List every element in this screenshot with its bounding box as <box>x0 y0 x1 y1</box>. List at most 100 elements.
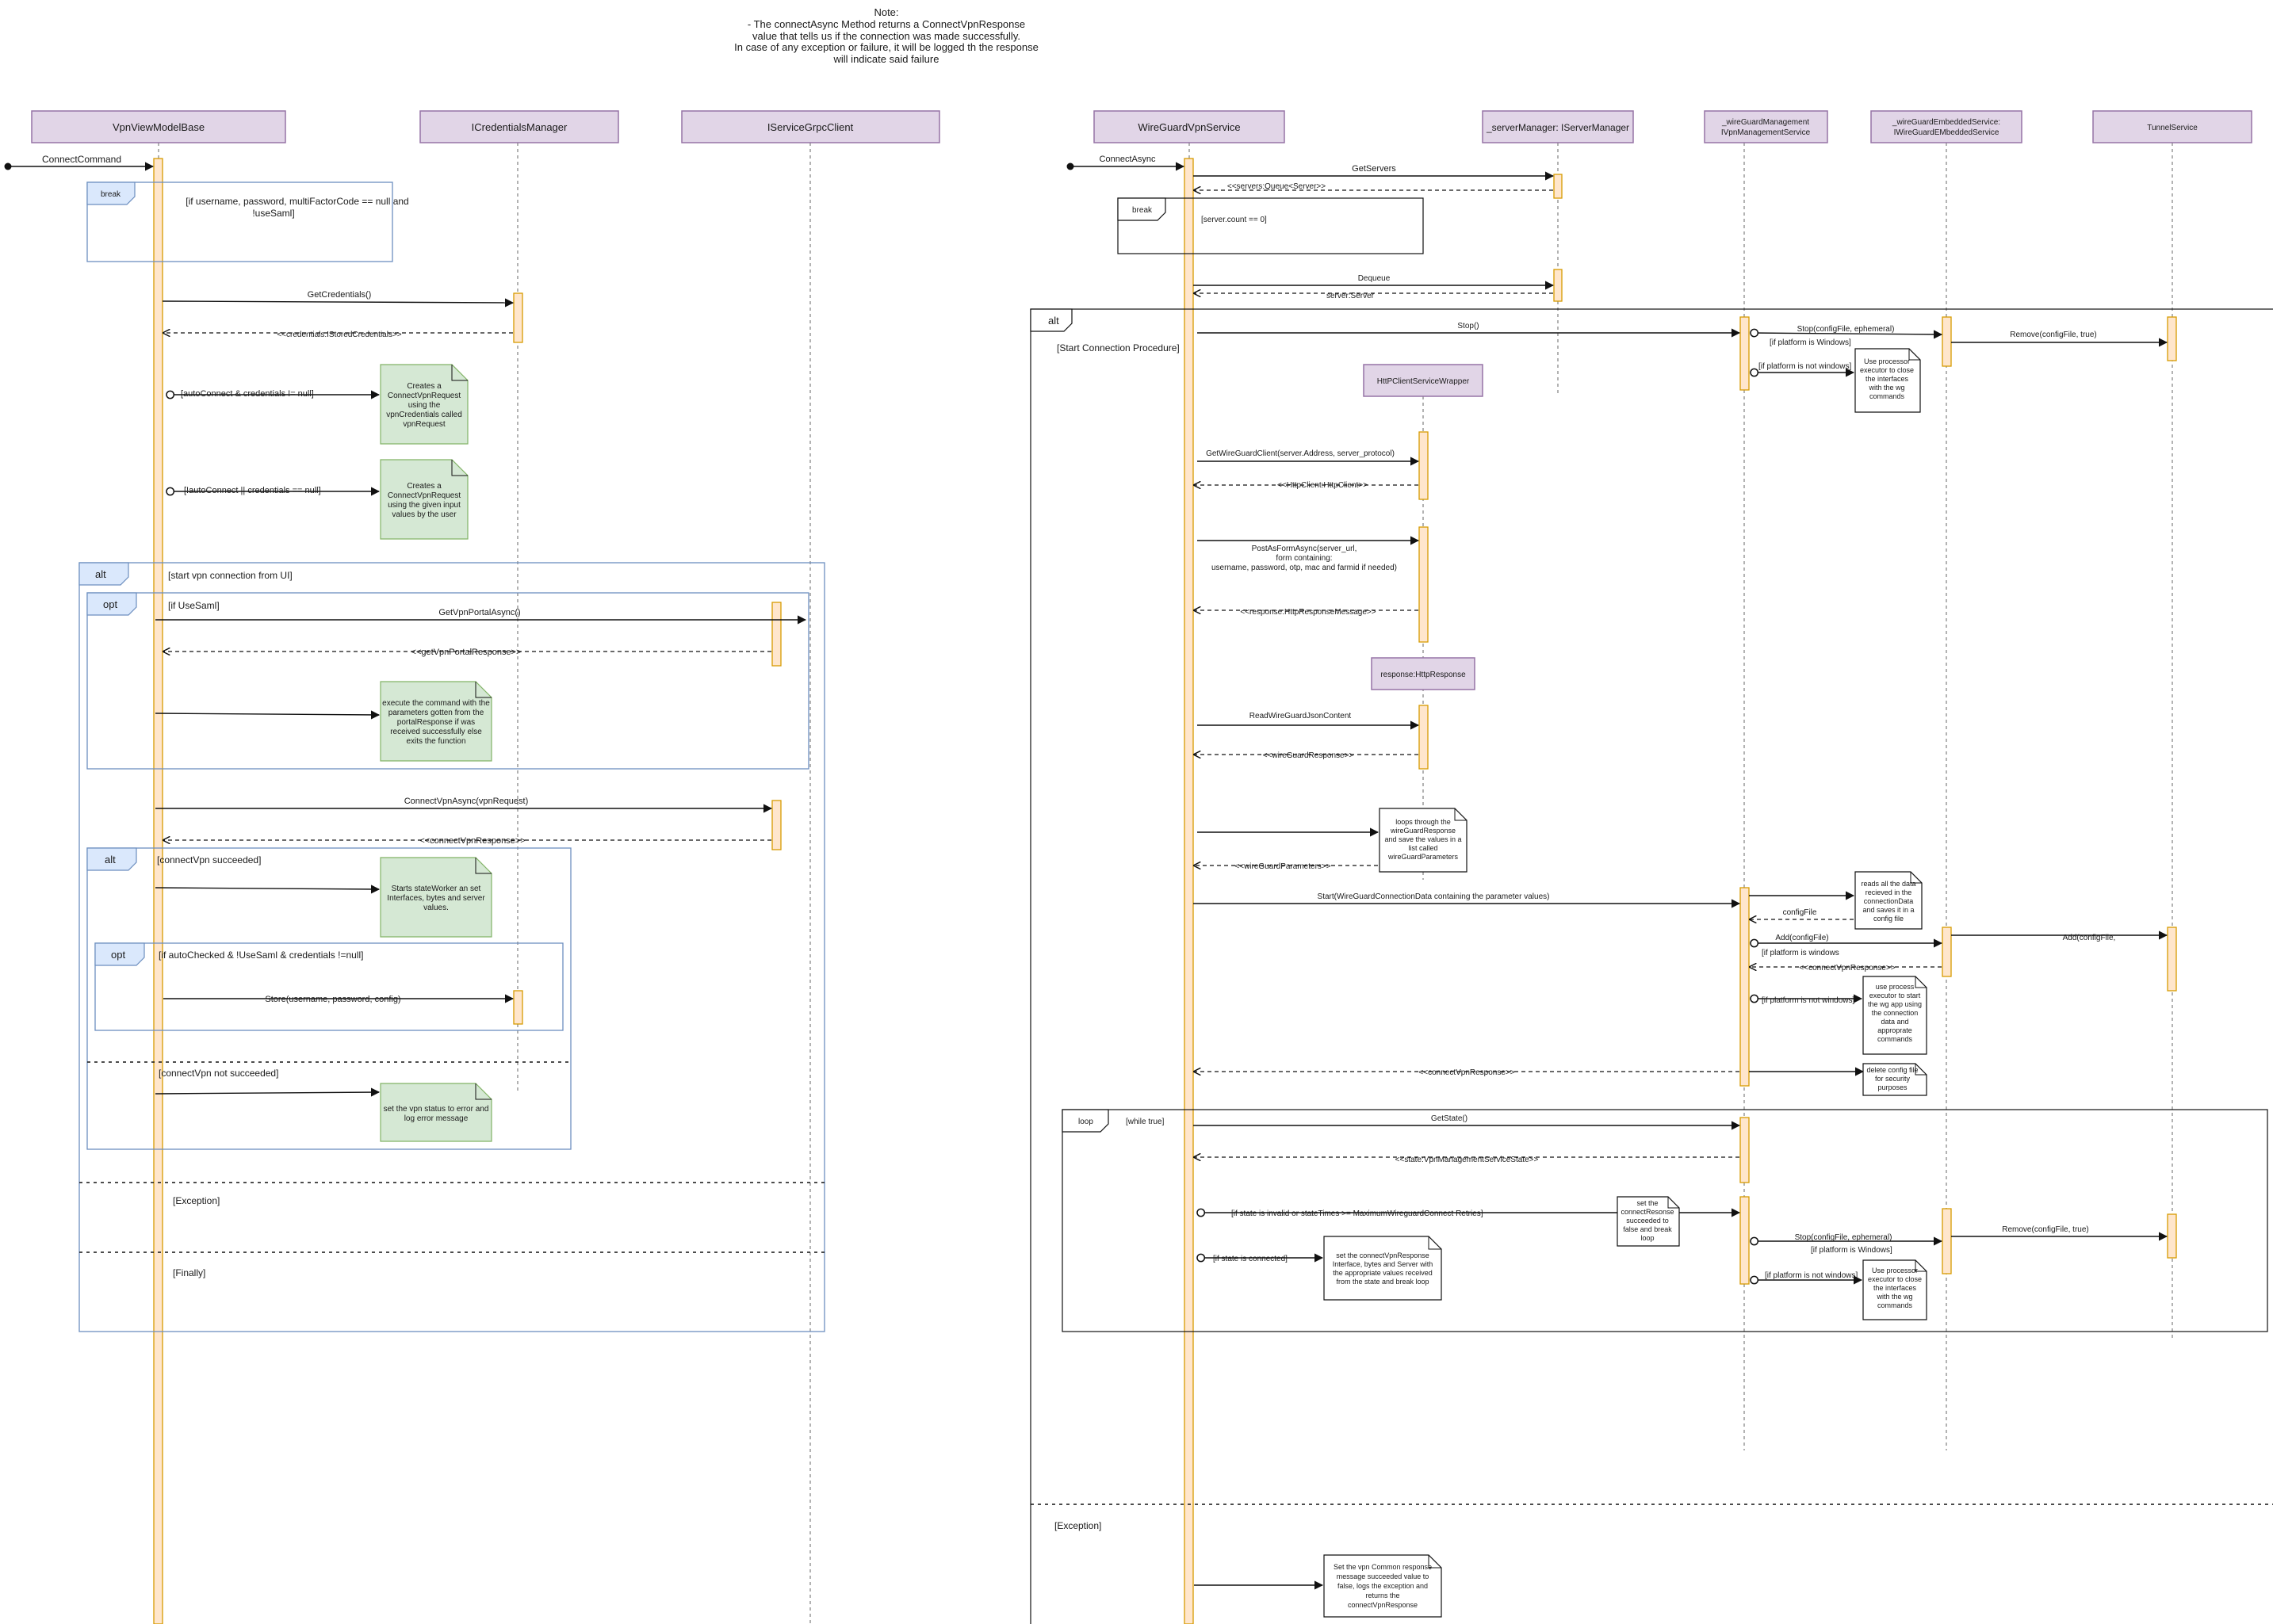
svg-text:from the state and break loop: from the state and break loop <box>1336 1278 1429 1286</box>
frame-tag: alt <box>105 854 116 865</box>
svg-text:<<response:HttpResponseMessage: <<response:HttpResponseMessage>> <box>1240 608 1376 617</box>
msg-response-return: <<response:HttpResponseMessage>> <box>1194 608 1418 617</box>
svg-text:use process: use process <box>1876 983 1915 991</box>
svg-text:purposes: purposes <box>1877 1083 1908 1091</box>
activation-bar <box>1739 1117 1750 1183</box>
frame-break-credentials: break [if username, password, multiFacto… <box>86 182 409 262</box>
activation-bar <box>513 292 523 343</box>
svg-text:server:Server: server:Server <box>1326 292 1375 300</box>
svg-text:delete config file: delete config file <box>1866 1066 1918 1074</box>
activation-bar <box>2167 1213 2177 1259</box>
frame-alt-connection-procedure: alt [Start Connection Procedure] [Except… <box>1030 308 2273 1624</box>
activation-bar <box>1184 158 1194 1624</box>
svg-text:the interfaces: the interfaces <box>1873 1284 1917 1292</box>
note-use-processor-close-2: Use processor executor to close the inte… <box>1862 1259 1927 1320</box>
svg-text:data and: data and <box>1881 1018 1908 1026</box>
svg-text:GetWireGuardClient(server.Addr: GetWireGuardClient(server.Address, serve… <box>1206 449 1395 458</box>
svg-text:ConnectVpnRequest: ConnectVpnRequest <box>388 491 461 500</box>
svg-text:executor to start: executor to start <box>1869 992 1921 999</box>
msg-platform-not-windows-loop: [if platform is not windows] <box>1750 1271 1863 1285</box>
frame-opt-auto-checked: opt [if autoChecked & !UseSaml & credent… <box>94 942 564 1031</box>
lifeline-label: VpnViewModelBase <box>113 121 205 133</box>
msg-connect-vpn-resp-return: <<connectVpnResponse>> <box>1750 964 1942 972</box>
frame-tag: alt <box>1048 315 1059 327</box>
svg-text:returns the: returns the <box>1365 1592 1399 1599</box>
svg-text:<<wireGuardResponse>>: <<wireGuardResponse>> <box>1263 751 1354 760</box>
svg-text:vpnRequest: vpnRequest <box>403 420 446 429</box>
msg-get-servers: GetServers <box>1193 164 1555 181</box>
msg-get-wireguard-client: GetWireGuardClient(server.Address, serve… <box>1197 449 1420 466</box>
msg-dequeue: Dequeue <box>1193 274 1555 290</box>
msg-config-file-return: configFile <box>1750 908 1854 919</box>
svg-text:Stop(configFile, ephemeral): Stop(configFile, ephemeral) <box>1797 325 1895 334</box>
note-set-connect-response: set the connectVpnResponse Interface, by… <box>1323 1236 1442 1301</box>
lifeline-label: IVpnManagementService <box>1721 128 1811 137</box>
lifeline-icredentials-manager[interactable]: ICredentialsManager <box>419 110 619 1094</box>
msg-set-error <box>155 1087 381 1097</box>
msg-connect-command: ConnectCommand <box>4 154 155 171</box>
frame-guard: [server.count == 0] <box>1201 216 1267 224</box>
svg-text:connectionData: connectionData <box>1864 897 1914 905</box>
svg-text:parameters gotten from the: parameters gotten from the <box>388 709 484 717</box>
msg-read-json: ReadWireGuardJsonContent <box>1197 712 1420 730</box>
svg-text:message succeeded value to: message succeeded value to <box>1337 1572 1429 1580</box>
svg-text:Add(configFile,: Add(configFile, <box>2063 934 2116 942</box>
svg-text:<<connectVpnResponse>>: <<connectVpnResponse>> <box>1418 1068 1514 1077</box>
msg-add: Add(configFile) [if platform is windows <box>1750 934 1943 957</box>
note-execute-command: execute the command with the parameters … <box>380 681 492 762</box>
svg-text:<<connectVpnResponse>>: <<connectVpnResponse>> <box>419 836 525 846</box>
svg-text:with the wg: with the wg <box>1876 1293 1912 1301</box>
activation-bar <box>2167 316 2177 361</box>
svg-text:<<getVpnPortalResponse>>: <<getVpnPortalResponse>> <box>411 648 522 657</box>
svg-text:with the wg: with the wg <box>1868 384 1904 392</box>
svg-text:and saves it in a: and saves it in a <box>1862 906 1914 914</box>
svg-text:PostAsFormAsync(server_url,: PostAsFormAsync(server_url, <box>1252 545 1357 553</box>
lifeline-wireguard-vpn-service[interactable]: WireGuardVpnService <box>1093 110 1285 1624</box>
activation-bar <box>513 990 523 1025</box>
activation-bar <box>1418 431 1429 500</box>
svg-text:using the given input: using the given input <box>388 501 461 510</box>
msg-auto-connect-true: [autoConnect & credentials != null] <box>166 389 381 399</box>
svg-text:wireGuardResponse: wireGuardResponse <box>1390 827 1456 835</box>
lifeline-server-manager[interactable]: _serverManager: IServerManager <box>1482 110 1634 396</box>
lifeline-vpn-view-model-base[interactable]: VpnViewModelBase <box>31 110 286 1624</box>
frame-tag: opt <box>111 949 125 961</box>
msg-remove-loop: Remove(configFile, true) <box>1951 1225 2168 1241</box>
frame-guard: [Start Connection Procedure] <box>1057 342 1180 353</box>
svg-text:set the connectVpnResponse: set the connectVpnResponse <box>1336 1251 1429 1259</box>
lifeline-label: HttPClientServiceWrapper <box>1377 377 1470 386</box>
lifeline-label: IServiceGrpcClient <box>767 121 854 133</box>
activation-bar <box>2167 927 2177 992</box>
svg-text:GetState(): GetState() <box>1431 1114 1468 1123</box>
svg-text:<<wireGuardParameters>>: <<wireGuardParameters>> <box>1234 862 1330 871</box>
svg-text:connectResonse: connectResonse <box>1621 1208 1674 1216</box>
activation-bar <box>1942 927 1952 977</box>
msg-state-connected: [if state is connected] <box>1196 1253 1324 1263</box>
msg-wg-params-return: <<wireGuardParameters>> <box>1194 862 1378 871</box>
lifeline-wireguard-management[interactable]: _wireGuardManagement IVpnManagementServi… <box>1704 110 1828 1450</box>
msg-platform-not-windows-start: [if platform is not windows] <box>1750 994 1863 1005</box>
svg-text:Store(username, password, conf: Store(username, password, config) <box>265 995 400 1004</box>
svg-text:exits the function: exits the function <box>406 737 465 746</box>
lifeline-tunnel-service[interactable]: TunnelService <box>2092 110 2252 1339</box>
activation-bar <box>1553 269 1563 302</box>
msg-execute-command <box>155 710 381 720</box>
activation-bar <box>1739 316 1750 391</box>
activation-bar <box>1553 174 1563 199</box>
lifeline-http-response[interactable]: response:HttpResponse <box>1371 657 1475 690</box>
svg-text:[if platform is Windows]: [if platform is Windows] <box>1770 338 1851 347</box>
svg-text:for security: for security <box>1875 1075 1911 1083</box>
svg-text:the interfaces: the interfaces <box>1865 375 1909 383</box>
msg-get-vpn-portal-return: <<getVpnPortalResponse>> <box>163 648 771 657</box>
note-reads-data-config: reads all the data recieved in the conne… <box>1854 871 1923 930</box>
frame-break-server-count: break [server.count == 0] <box>1117 197 1424 254</box>
frame-tag: opt <box>103 598 117 610</box>
note-delete-config: delete config file for security purposes <box>1862 1063 1927 1096</box>
svg-text:commands: commands <box>1877 1035 1913 1043</box>
svg-text:loop: loop <box>1640 1234 1654 1242</box>
lifeline-label: _wireGuardEmbeddedService: <box>1892 118 2000 127</box>
msg-connect-vpn-async: ConnectVpnAsync(vpnRequest) <box>155 797 773 813</box>
svg-text:ConnectAsync: ConnectAsync <box>1100 155 1156 164</box>
activation-bar <box>1942 316 1952 367</box>
lifeline-iservice-grpc-client[interactable]: IServiceGrpcClient <box>681 110 940 1624</box>
